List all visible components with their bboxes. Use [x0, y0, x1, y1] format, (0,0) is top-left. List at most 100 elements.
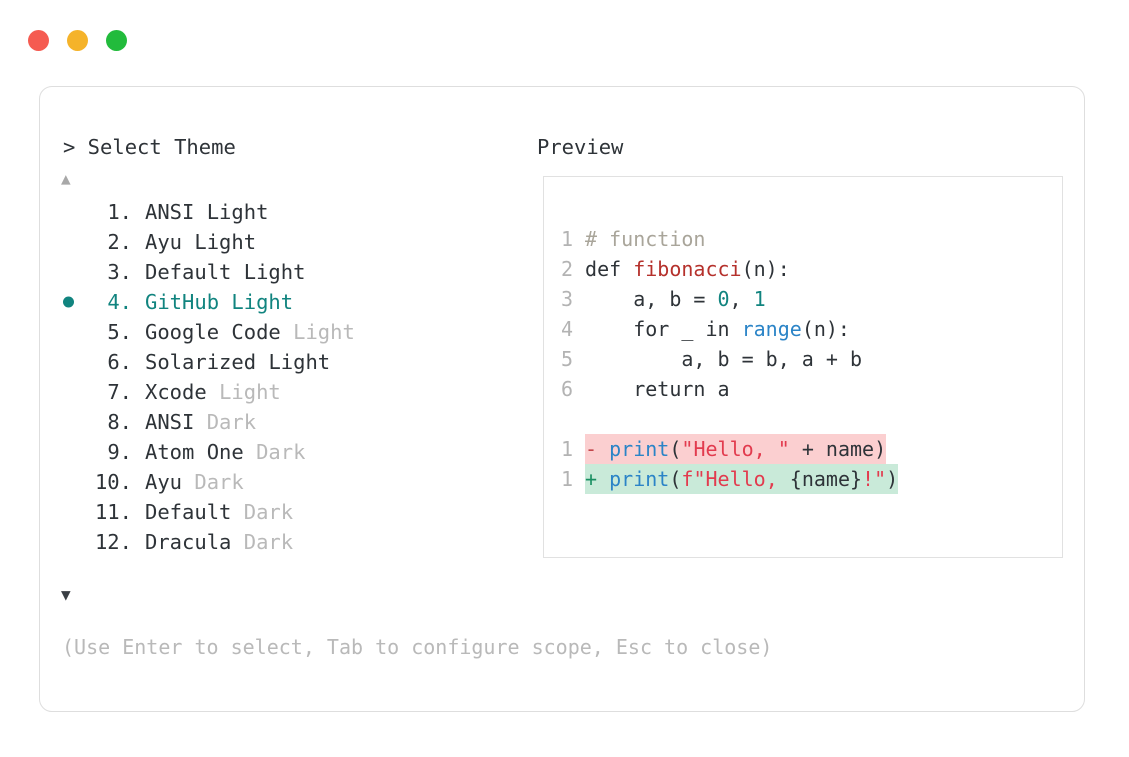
code-token: a, b =	[585, 287, 718, 311]
code-line: 3 a, b = 0, 1	[561, 284, 898, 314]
theme-item-base-name: Ayu	[145, 230, 183, 254]
theme-item-number: 11.	[94, 500, 132, 524]
code-token: (n):	[801, 317, 850, 341]
minimize-dot[interactable]	[67, 30, 88, 51]
code-token: (n):	[741, 257, 790, 281]
theme-list-item[interactable]: 6. Solarized Light	[40, 347, 520, 377]
theme-item-base-name: Default	[145, 500, 232, 524]
theme-item-variant: Light	[243, 260, 306, 284]
theme-item-name: Default Dark	[145, 500, 293, 524]
line-number: 2	[561, 257, 574, 281]
window-titlebar	[28, 30, 127, 51]
theme-list-item[interactable]: 3. Default Light	[40, 257, 520, 287]
theme-item-name: ANSI Dark	[145, 410, 256, 434]
theme-item-base-name: GitHub	[145, 290, 220, 314]
selected-bullet-icon	[63, 296, 74, 308]
code-token: for _ in	[585, 317, 742, 341]
code-line: 5 a, b = b, a + b	[561, 344, 898, 374]
code-token: 1	[753, 287, 766, 311]
code-blank-line	[561, 404, 898, 434]
theme-item-name: Atom One Dark	[145, 440, 305, 464]
diff-sign: -	[585, 437, 598, 461]
scroll-down-icon[interactable]: ▼	[61, 585, 71, 604]
theme-item-base-name: Xcode	[145, 380, 207, 404]
theme-item-base-name: Google Code	[145, 320, 281, 344]
theme-list-item[interactable]: 9. Atom One Dark	[40, 437, 520, 467]
close-dot[interactable]	[28, 30, 49, 51]
code-token: fibonacci	[633, 257, 742, 281]
line-number: 1	[561, 437, 574, 461]
theme-item-name: Default Light	[145, 260, 305, 284]
theme-item-name: Google Code Light	[145, 320, 355, 344]
scroll-up-icon[interactable]: ▲	[61, 169, 71, 188]
code-token: print	[609, 437, 670, 461]
line-number: 5	[561, 347, 574, 371]
theme-item-variant: Light	[293, 320, 355, 344]
theme-list-item[interactable]: 2. Ayu Light	[40, 227, 520, 257]
code-token: (	[669, 437, 682, 461]
theme-item-variant: Dark	[243, 500, 294, 524]
theme-item-number: 9.	[107, 440, 132, 464]
preview-title: Preview	[537, 135, 624, 159]
theme-item-name: GitHub Light	[145, 290, 293, 314]
code-line: 2 def fibonacci(n):	[561, 254, 898, 284]
theme-list-item[interactable]: 1.ANSI Light	[40, 197, 520, 227]
theme-list-item[interactable]: 8. ANSI Dark	[40, 407, 520, 437]
code-line: 6 return a	[561, 374, 898, 404]
theme-item-base-name: ANSI	[145, 410, 195, 434]
theme-list-item[interactable]: 4. GitHub Light	[40, 287, 520, 317]
theme-item-base-name: Ayu	[145, 470, 183, 494]
code-token: )	[886, 467, 899, 491]
theme-item-number: 10.	[94, 470, 132, 494]
theme-item-name: ANSI Light	[145, 200, 268, 224]
theme-item-number: 3.	[107, 260, 132, 284]
theme-item-number: 5.	[107, 320, 132, 344]
diff-sign: +	[585, 467, 598, 491]
code-token: 0	[717, 287, 730, 311]
code-token: a, b = b, a + b	[585, 347, 862, 371]
code-token: {name}	[789, 467, 863, 491]
theme-list-item[interactable]: 7. Xcode Light	[40, 377, 520, 407]
theme-item-variant: Dark	[243, 530, 294, 554]
theme-list-item[interactable]: 10. Ayu Dark	[40, 467, 520, 497]
theme-item-name: Ayu Light	[145, 230, 256, 254]
theme-item-variant: Dark	[194, 470, 244, 494]
line-number: 4	[561, 317, 574, 341]
select-theme-title: > Select Theme	[63, 135, 236, 159]
code-token: !"	[862, 467, 887, 491]
theme-item-name: Solarized Light	[145, 350, 330, 374]
theme-item-name: Ayu Dark	[145, 470, 244, 494]
code-line: 4 for _ in range(n):	[561, 314, 898, 344]
code-token: return a	[585, 377, 730, 401]
code-token: f"Hello,	[681, 467, 790, 491]
theme-item-variant: Light	[268, 350, 331, 374]
theme-list[interactable]: 1.ANSI Light 2. Ayu Light 3. Default Light 4.…	[40, 197, 520, 557]
theme-item-base-name: Atom One	[145, 440, 244, 464]
line-number: 1	[561, 467, 574, 491]
code-token: def	[585, 257, 634, 281]
theme-item-name: Dracula Dark	[145, 530, 293, 554]
theme-item-number: 6.	[107, 350, 132, 374]
theme-item-variant: Dark	[206, 410, 257, 434]
diff-line-del: 1 - print("Hello, " + name)	[561, 434, 898, 464]
theme-item-number: 2.	[107, 230, 132, 254]
code-token: print	[609, 467, 670, 491]
code-token: range	[741, 317, 802, 341]
theme-item-number: 12.	[94, 530, 132, 554]
theme-item-name: Xcode Light	[145, 380, 281, 404]
theme-item-number: 7.	[107, 380, 132, 404]
theme-list-item[interactable]: 12. Dracula Dark	[40, 527, 520, 557]
theme-list-item[interactable]: 5. Google Code Light	[40, 317, 520, 347]
theme-list-item[interactable]: 11. Default Dark	[40, 497, 520, 527]
theme-item-number: 4.	[107, 290, 132, 314]
code-token: ,	[729, 287, 754, 311]
keyboard-hint: (Use Enter to select, Tab to configure s…	[62, 635, 773, 659]
theme-item-number: 8.	[107, 410, 132, 434]
maximize-dot[interactable]	[106, 30, 127, 51]
line-number: 3	[561, 287, 574, 311]
code-line: 1 # function	[561, 224, 898, 254]
diff-highlight: + print(f"Hello, {name}!")	[585, 464, 899, 494]
theme-item-variant: Light	[194, 230, 257, 254]
